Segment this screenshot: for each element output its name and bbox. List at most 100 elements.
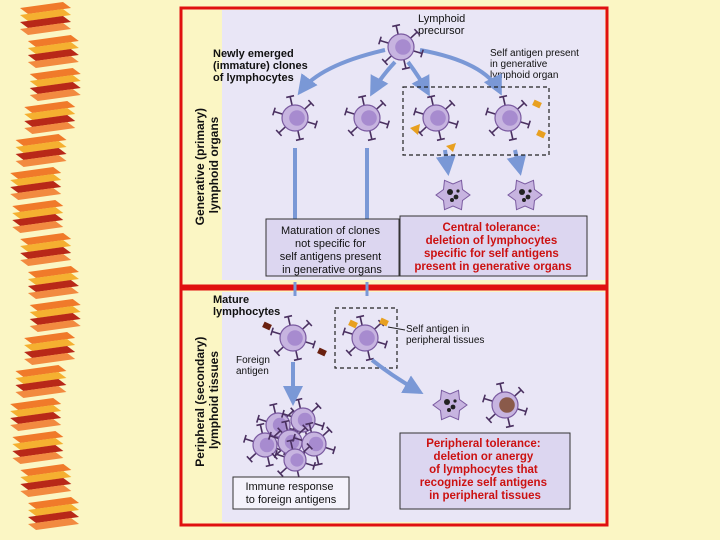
chevron-stripe [29, 75, 81, 87]
chevron-stripe [20, 485, 72, 497]
receptor-arm [312, 340, 316, 349]
receptor-stalk [448, 121, 458, 126]
receptor-arm [379, 99, 387, 107]
receptor-arm [524, 407, 528, 416]
receptor-arm [305, 319, 313, 327]
receptor-stalk [373, 322, 382, 330]
self-antigen-block [379, 317, 389, 327]
receptor-arm [485, 416, 493, 424]
receptor-stalk [249, 452, 257, 460]
receptor-stalk [307, 121, 317, 126]
receptor-stalk [345, 110, 355, 115]
receptor-stalk [315, 455, 320, 465]
chevron-stripe [24, 108, 76, 120]
precursor-label: Lymphoid precursor [418, 13, 468, 37]
blebbed-membrane [435, 179, 471, 211]
receptor-stalk [377, 341, 387, 346]
receptor-arm [427, 94, 436, 99]
receptor-stalk [444, 102, 453, 110]
receptor-arm [270, 327, 274, 336]
bottom-panel-frame [179, 287, 609, 527]
receptor-stalk [275, 453, 285, 458]
chevron-stripe [12, 214, 64, 226]
arrow-precursor-to-clone-3 [406, 60, 430, 97]
chevron-stripe [20, 464, 72, 476]
receptor-arm [455, 120, 459, 129]
receptor-arm [420, 49, 424, 58]
receptor-stalk [266, 456, 271, 466]
maturation-text: Maturation of clones not specific for se… [280, 225, 385, 276]
self-antigen-dashed-box [402, 86, 550, 156]
receptor-stalk [488, 413, 497, 421]
chevron-stripe [20, 478, 72, 490]
receptor-arm [436, 137, 445, 142]
receptor-arm [386, 120, 390, 129]
cell-nucleus [430, 110, 446, 126]
chevron-stripe [12, 221, 64, 233]
receptor-arm [272, 107, 276, 116]
receptor-stalk [517, 408, 527, 413]
chevron-stripe [15, 148, 67, 160]
chevron-stripe [10, 398, 62, 410]
receptor-stalk [419, 126, 428, 134]
receptor-arm [342, 327, 346, 336]
nuclear-fragment [447, 189, 453, 195]
receptor-stalk [403, 59, 407, 69]
cell-nucleus [289, 110, 305, 126]
cell-nucleus [359, 330, 375, 346]
chevron-stripe [15, 155, 67, 167]
top-panel-frame [179, 6, 609, 288]
chevron-stripe [15, 134, 67, 146]
immune-response-box [232, 476, 350, 510]
receptor-arm [269, 402, 278, 407]
receptor-stalk [273, 110, 283, 115]
apoptotic-cell-1 [435, 179, 471, 211]
arrow-self-to-tolerance [370, 358, 424, 394]
chevron-stripe [29, 299, 81, 311]
receptor-arm [332, 446, 337, 455]
receptor-stalk [379, 39, 389, 44]
receptor-stalk [343, 330, 353, 335]
chevron-stripe [28, 511, 80, 523]
chevron-stripe [27, 266, 79, 278]
receptor-stalk [284, 421, 289, 431]
receptor-arm [281, 419, 290, 424]
peripheral-apoptotic-cell [432, 389, 468, 421]
receptor-stalk [305, 341, 315, 346]
receptor-arm [315, 402, 322, 410]
blebbed-membrane [432, 389, 468, 421]
receptor-stalk [271, 330, 281, 335]
receptor-arm [256, 422, 265, 427]
immune-response-text: Immune response to foreign antigens [245, 481, 336, 506]
receptor-arm [508, 137, 517, 142]
receptor-stalk [375, 102, 384, 110]
receptor-stalk [430, 96, 434, 106]
receptor-arm [365, 357, 374, 362]
chevron-stripe [12, 438, 64, 450]
receptor-arm [520, 99, 528, 107]
self-antigen-generative-label: Self antigen present in generative lymph… [490, 48, 582, 81]
chevron-stripe [29, 82, 81, 94]
receptor-stalk [303, 102, 312, 110]
chevron-stripe [24, 332, 76, 344]
chevron-stripe [10, 181, 62, 193]
apoptotic-cell-2 [507, 179, 543, 211]
receptor-arm [314, 462, 323, 467]
receptor-stalk [409, 31, 418, 39]
receptor-stalk [322, 429, 330, 437]
receptor-arm [305, 421, 314, 426]
receptor-arm [302, 424, 309, 432]
foreign-antigen-block [317, 347, 327, 357]
cell-nucleus [395, 39, 411, 55]
receptor-arm [277, 470, 284, 478]
receptor-stalk [384, 55, 393, 63]
chevron-stripe [24, 353, 76, 365]
chevron-stripe [12, 200, 64, 212]
self-antigen-triangle [446, 143, 456, 152]
receptor-stalk [379, 121, 389, 126]
chevron-stripe [27, 35, 79, 47]
receptor-arm [356, 314, 365, 319]
arrow-precursor-to-clone-4 [419, 48, 502, 96]
self-antigen-block [536, 129, 546, 139]
chevron-stripe [24, 346, 76, 358]
